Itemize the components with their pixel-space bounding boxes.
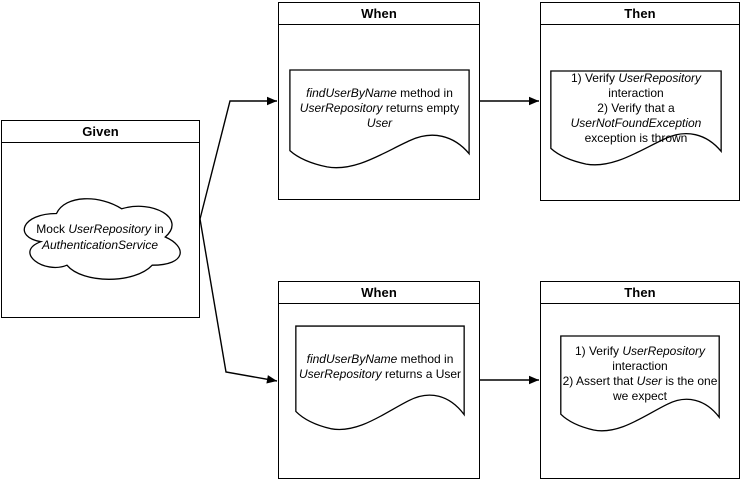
then-top-panel-header: Then — [541, 3, 739, 25]
then-top-panel-title: Then — [624, 6, 656, 21]
when-top-panel-title: When — [361, 6, 397, 21]
given-panel-title: Given — [82, 124, 119, 139]
arrow-given-to-when-bottom — [199, 218, 278, 384]
when-bottom-panel-header: When — [279, 282, 479, 304]
then-bottom-panel-header: Then — [541, 282, 739, 304]
when-bottom-panel-title: When — [361, 285, 397, 300]
arrow-given-to-when-top — [199, 96, 277, 220]
document-icon — [561, 336, 719, 431]
given-panel-header: Given — [2, 121, 199, 143]
then-bottom-panel-title: Then — [624, 285, 656, 300]
cloud-icon — [24, 199, 180, 280]
document-icon — [296, 326, 464, 429]
document-icon — [290, 70, 469, 168]
document-icon — [551, 71, 721, 165]
when-top-panel-header: When — [279, 3, 479, 25]
